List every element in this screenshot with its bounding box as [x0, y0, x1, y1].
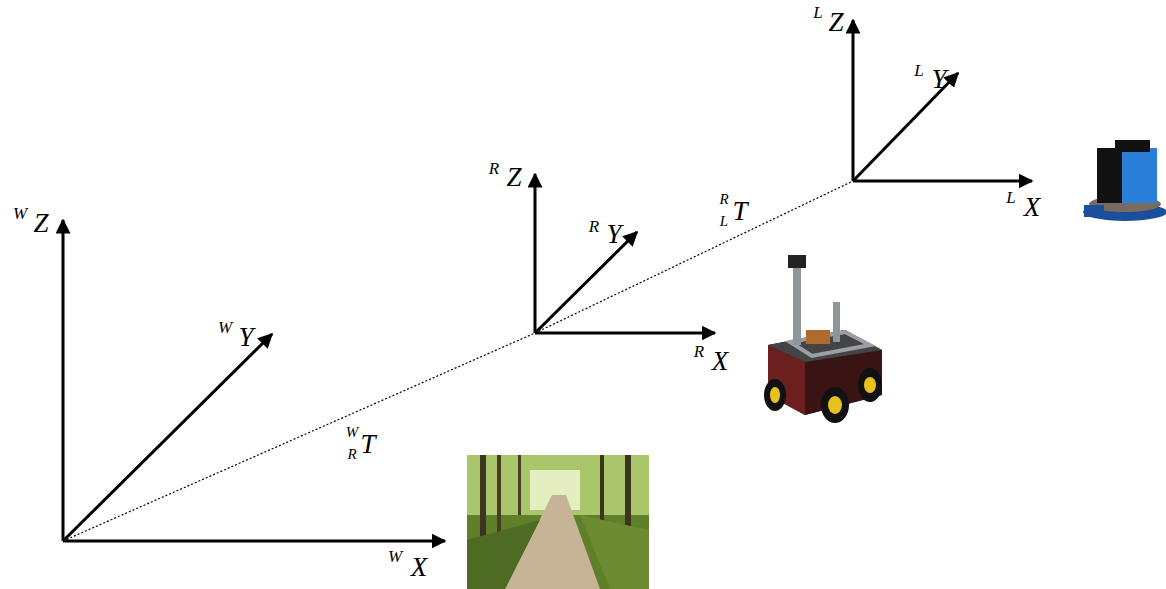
photo-trunk: [497, 455, 501, 535]
photo-bush: [467, 520, 540, 589]
transform-line: [63, 333, 535, 541]
lidar-frame: [853, 20, 1032, 181]
robot-wheel: [858, 368, 882, 402]
robot-top: [768, 330, 882, 362]
axis-label: Y: [606, 221, 621, 248]
frame-script: W: [218, 319, 232, 336]
robot-frame: [535, 174, 715, 333]
frame-script: L: [914, 62, 923, 79]
axis-label: Z: [506, 164, 521, 191]
axis-label: X: [712, 348, 729, 375]
axis-label: X: [1024, 194, 1041, 221]
frame-script: W: [13, 205, 27, 222]
lidar-body: [1097, 148, 1157, 203]
frame-script: R: [694, 343, 704, 360]
frame-script: L: [813, 4, 822, 21]
lidar-face: [1097, 148, 1122, 203]
forest-photo: [467, 455, 649, 589]
robot-mast: [833, 302, 840, 342]
robot-illustration: [764, 255, 882, 423]
transform-line: [535, 181, 853, 333]
photo-trunk: [480, 455, 486, 545]
lidar-top: [1115, 140, 1150, 152]
robot-hub: [828, 396, 842, 414]
robot-camera: [788, 255, 806, 268]
frame-script: L: [1006, 189, 1015, 206]
frame-script: R: [719, 192, 728, 207]
photo-bush: [580, 515, 649, 589]
axis-label: Y: [238, 324, 253, 351]
lidar-illustration: [1083, 140, 1166, 221]
axis-label: T: [732, 198, 747, 225]
robot-board: [806, 330, 830, 344]
frame-script: L: [720, 214, 728, 229]
lidar-foot: [1084, 205, 1104, 217]
axis: [62, 220, 65, 541]
axis: [63, 334, 272, 541]
robot-mast: [793, 265, 801, 345]
world-frame: [63, 220, 445, 541]
frame-script: W: [346, 425, 359, 440]
axis-label: T: [360, 431, 375, 458]
axis: [535, 232, 637, 333]
axis-label: Y: [931, 66, 946, 93]
axis-label: Z: [33, 210, 48, 237]
robot-wheel: [764, 379, 786, 411]
axis-label: Z: [828, 9, 843, 36]
axis-label: X: [411, 554, 428, 581]
photo-ground: [467, 455, 649, 589]
frame-script: R: [589, 218, 599, 235]
photo-trunk: [600, 455, 604, 525]
axis: [853, 180, 1032, 183]
frame-script: R: [489, 160, 499, 177]
frame-script: W: [388, 548, 402, 565]
photo-trunk: [518, 455, 521, 515]
robot-hub: [864, 377, 876, 393]
robot-wheel: [821, 387, 849, 423]
robot-hub: [770, 387, 780, 403]
axis: [535, 332, 715, 335]
axis: [534, 174, 537, 333]
axis: [63, 540, 445, 543]
axis: [852, 20, 855, 181]
frame-script: R: [347, 447, 356, 462]
